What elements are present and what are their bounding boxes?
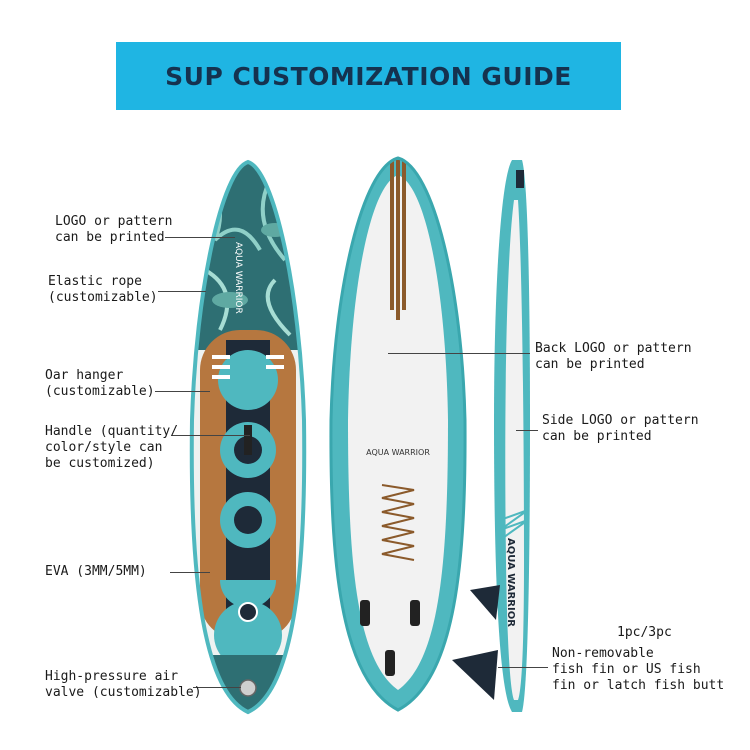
valve-leader-line xyxy=(193,687,241,688)
handle-leader-line xyxy=(172,435,250,436)
side-board xyxy=(452,160,530,712)
logo-annotation: LOGO or pattern can be printed xyxy=(55,214,173,245)
side-board-logo: AQUA WARRIOR xyxy=(505,538,516,627)
back-board-logo: AQUA WARRIOR xyxy=(366,448,430,457)
back-logo-leader-line xyxy=(388,353,530,354)
fin-count-annotation: 1pc/3pc xyxy=(617,625,672,640)
eva-annotation: EVA (3MM/5MM) xyxy=(45,564,147,579)
page-title: SUP CUSTOMIZATION GUIDE xyxy=(165,61,572,91)
oar-annotation: Oar hanger (customizable) xyxy=(45,368,155,399)
title-banner: SUP CUSTOMIZATION GUIDE xyxy=(116,42,621,110)
handle-annotation: Handle (quantity/ color/style can be cus… xyxy=(45,424,179,471)
logo-leader-line xyxy=(165,237,235,238)
eva-leader-line xyxy=(170,572,210,573)
side-logo-annotation: Side LOGO or pattern can be printed xyxy=(542,413,699,444)
rope-leader-line xyxy=(158,291,206,292)
fin-annotation: Non-removable fish fin or US fish fin or… xyxy=(552,646,725,693)
front-board-logo: AQUA WARRIOR xyxy=(233,242,243,314)
valve-annotation: High-pressure air valve (customizable) xyxy=(45,669,202,700)
fin-leader-line xyxy=(498,667,548,668)
oar-leader-line xyxy=(155,391,210,392)
back-logo-annotation: Back LOGO or pattern can be printed xyxy=(535,341,692,372)
side-logo-leader-line xyxy=(516,430,538,431)
rope-annotation: Elastic rope (customizable) xyxy=(48,274,158,305)
back-board xyxy=(330,158,466,710)
